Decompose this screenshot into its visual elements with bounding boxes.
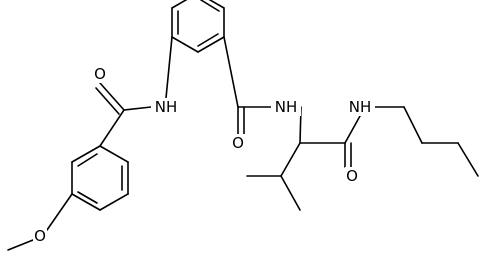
o-amide-right-bg: [345, 167, 359, 185]
butyl-2: [403, 106, 423, 144]
atom-labels: NH NH NH O O O O: [33, 65, 375, 245]
o-methoxy-bg: [33, 227, 47, 245]
ring-to-nh-left-bond: [165, 36, 173, 99]
o-methoxy-label: O: [34, 227, 46, 245]
ring-bottom-bond-3: [99, 193, 129, 211]
butyl-4: [457, 142, 479, 177]
isopropyl-branch-2: [280, 175, 301, 211]
nh-left-label: NH: [155, 98, 178, 116]
ring-top-bond-3: [208, 0, 225, 9]
ring-bottom-bond-6: [71, 145, 101, 163]
carbonyl-left-double-2: [95, 87, 120, 115]
ring-top-inner-2: [200, 0, 220, 12]
alpha-to-isopropyl-bond: [280, 142, 301, 177]
o-amide-right-label: O: [346, 167, 358, 185]
ring-top-bond-2: [171, 0, 188, 9]
ring-top-bond-6: [171, 36, 199, 53]
nh-center-bg: [271, 98, 301, 116]
ring-to-o-methoxy-bond: [46, 193, 73, 231]
ring-bottom-bond-1: [99, 145, 129, 163]
ring-to-carbonyl-center-bond: [223, 36, 239, 108]
carbonyl-left-to-ring-bond: [99, 109, 125, 147]
ring-bottom-inner-2: [77, 191, 98, 204]
o-amide-center-label: O: [232, 134, 244, 152]
nh-right-bg: [345, 98, 375, 116]
nh-center-label: NH: [275, 98, 298, 116]
o-amide-left-bg: [93, 65, 107, 83]
carbonyl-right-to-nh-bond: [344, 115, 361, 144]
nh-right-label: NH: [349, 98, 372, 116]
o-amide-left-label: O: [94, 65, 106, 83]
o-methoxy-to-methyl-bond: [7, 239, 34, 251]
nh-left-to-carbonyl-bond: [123, 106, 152, 111]
carbonyl-left-double-1: [99, 82, 125, 111]
ring-bottom-bond-4: [71, 193, 101, 211]
o-amide-center-bg: [231, 134, 245, 152]
bond-lines: [7, 0, 479, 251]
ring-top-bond-5: [197, 36, 225, 53]
ring-bottom-inner-3: [77, 153, 98, 167]
nh-left-bg: [151, 98, 181, 116]
ring-top-inner-3: [197, 33, 219, 47]
